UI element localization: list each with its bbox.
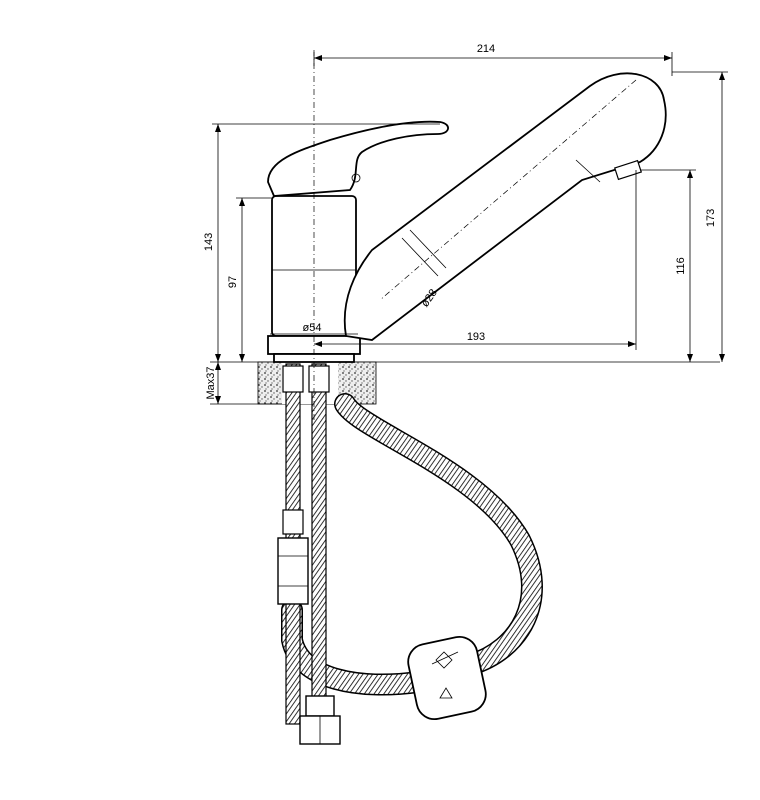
dim-base-diameter: ø54 <box>303 322 322 334</box>
supply-hoses <box>277 363 341 745</box>
dim-body-height: 97 <box>227 276 239 288</box>
hose-weight <box>407 636 487 720</box>
dim-reach: 193 <box>467 331 485 343</box>
pull-out-hose <box>281 393 543 696</box>
dimension-lines <box>212 52 728 404</box>
dim-handle-height: 143 <box>203 233 215 251</box>
dim-mount-thickness: Max37 <box>205 366 217 399</box>
dim-spout-height: 116 <box>675 257 687 275</box>
dim-height-total: 173 <box>705 209 717 227</box>
pull-out-spout <box>343 72 667 341</box>
center-lines <box>313 50 637 420</box>
dim-width-total: 214 <box>477 43 495 55</box>
lever-handle <box>267 120 449 197</box>
